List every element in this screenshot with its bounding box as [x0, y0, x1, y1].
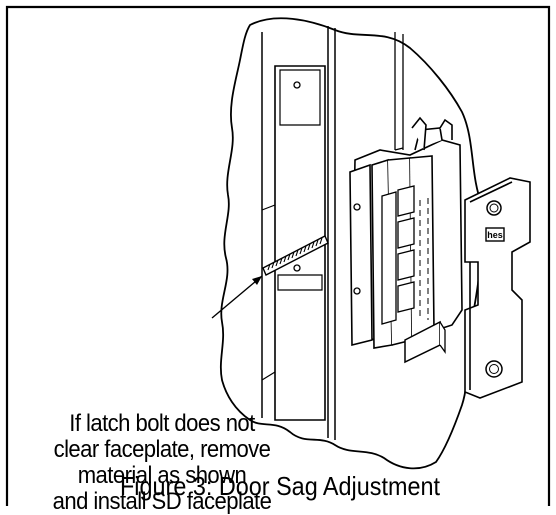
annotation-line: clear faceplate, remove — [53, 436, 271, 463]
annotation-text: If latch bolt does not clear faceplate, … — [17, 411, 308, 515]
screw-bottom — [353, 287, 361, 295]
keeper-blocks — [381, 185, 415, 325]
annotation-line: If latch bolt does not — [69, 410, 255, 437]
material-removal-hatch — [262, 235, 329, 276]
faceplate-hole-bottom — [485, 360, 503, 378]
hes-logo — [485, 227, 505, 242]
border-frame — [5, 5, 551, 506]
leader-arrow — [211, 275, 263, 319]
screw-top — [353, 203, 361, 211]
sd-faceplate — [464, 177, 531, 399]
frame-faceplate — [274, 65, 326, 421]
faceplate-hole-top — [486, 200, 502, 216]
figure-caption: Figure 3: Door Sag Adjustment — [120, 471, 440, 501]
annotation-line: material as shown — [77, 462, 247, 489]
hes-logo-text: hes — [487, 230, 503, 240]
